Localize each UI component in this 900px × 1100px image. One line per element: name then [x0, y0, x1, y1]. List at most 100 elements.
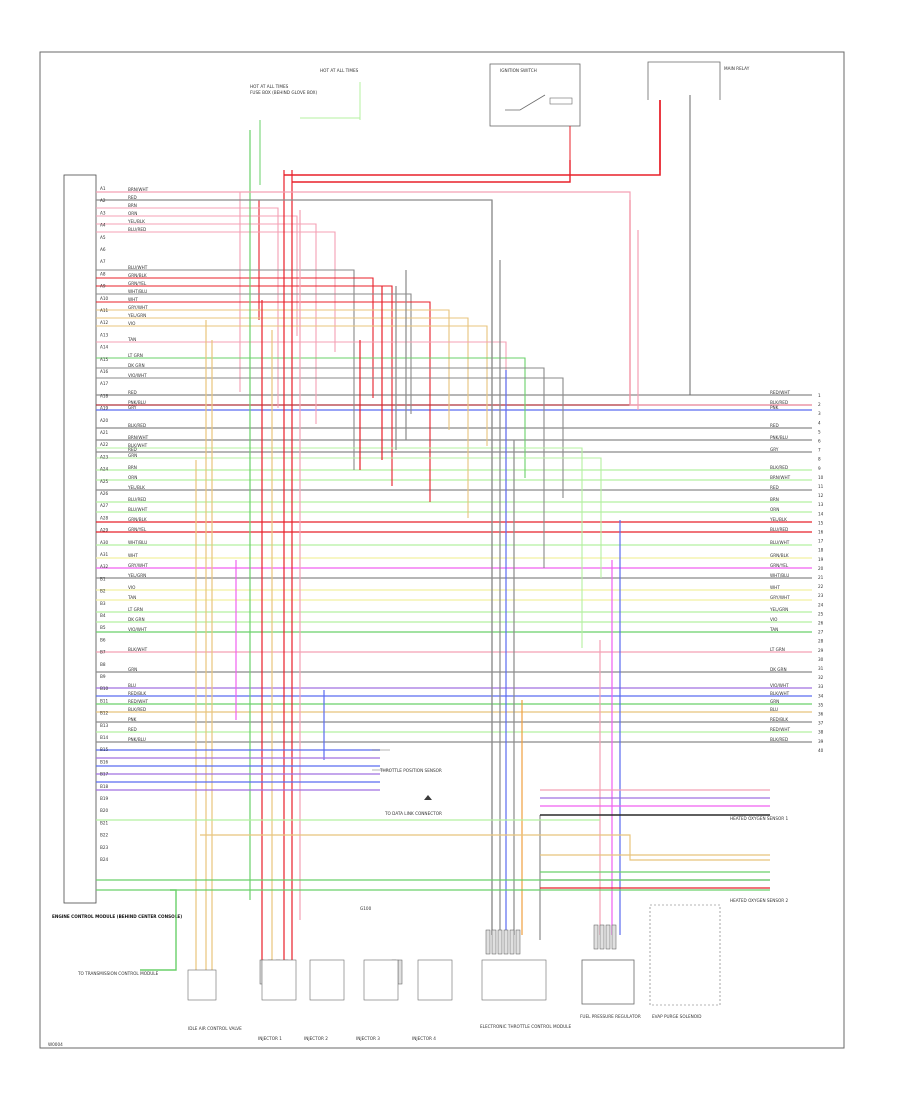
wire-color-tag: PNK/BLU: [770, 435, 788, 440]
right-pin-label: 24: [818, 602, 824, 607]
svg-text:EVAP PURGE SOLENOID: EVAP PURGE SOLENOID: [652, 1014, 702, 1019]
ecm-pin-label: A18: [100, 393, 109, 398]
ecm-wire: [96, 317, 469, 518]
wire-color-tag: YEL/BLK: [127, 219, 145, 224]
connector-pin: [593, 924, 599, 950]
wire-color-tag: BLU: [770, 707, 778, 712]
right-pin-label: 34: [818, 693, 824, 698]
wire-color-tag: BLU: [128, 683, 136, 688]
right-pin-label: 17: [818, 539, 824, 544]
wire-color-tag: YEL/GRN: [769, 607, 788, 612]
ecm-wire: [96, 223, 317, 424]
wire-color-tag: TAN: [127, 595, 136, 600]
svg-text:TO DATA LINK CONNECTOR: TO DATA LINK CONNECTOR: [384, 811, 442, 816]
ecm-pin-label: B24: [100, 857, 109, 862]
power-bus-wire: [284, 100, 661, 176]
ecm-pin-label: A10: [100, 296, 109, 301]
wire-color-tag: PNK/BLU: [128, 737, 146, 742]
wire-color-tag: WHT/BLU: [128, 289, 147, 294]
injector-2: INJECTOR 2: [304, 959, 345, 1041]
right-pin-label: 4: [818, 420, 821, 425]
right-pin-label: 15: [818, 520, 824, 525]
right-pin-label: 22: [818, 584, 824, 589]
right-pin-label: 5: [818, 429, 821, 434]
wire-color-tag: TAN: [127, 337, 136, 342]
wire-color-tag: GRN: [128, 453, 137, 458]
wire-color-tag: GRY/WHT: [128, 563, 148, 568]
wire-color-tag: VIO: [128, 585, 136, 590]
wire-color-tag: VIO: [128, 321, 136, 326]
ecm-wire: [96, 191, 241, 392]
ecm-pin-label: B9: [100, 674, 106, 679]
connector-pin: [599, 924, 605, 950]
wire-color-tags: RED/WHTREDBLK/REDPNK/BLUPNKGRYREDBLK/RED…: [127, 187, 791, 742]
ecm-pin-label: A3: [100, 210, 106, 215]
ecm-pin-label: A9: [100, 284, 106, 289]
wire-color-tag: DK GRN: [128, 617, 145, 622]
right-pin-label: 13: [818, 502, 824, 507]
svg-text:INJECTOR 2: INJECTOR 2: [304, 1036, 328, 1041]
ecm-wire: [96, 367, 545, 568]
wire-color-tag: GRY/WHT: [770, 595, 790, 600]
ecm-wire: [96, 269, 355, 470]
right-pin-label: 31: [818, 666, 824, 671]
ecm-pin-label: B12: [100, 711, 109, 716]
right-pin-label: 21: [818, 575, 824, 580]
svg-text:HOT AT ALL TIMES: HOT AT ALL TIMES: [250, 84, 289, 89]
connector-pin: [509, 929, 515, 955]
right-pin-label: 10: [818, 475, 824, 480]
pink-feed-wire: [96, 191, 812, 406]
ecm-pin-labels: A1A2A3A4A5A6A7A8A9A10A11A12A13A14A15A16A…: [100, 186, 109, 862]
wire-color-tag: GRY: [770, 447, 779, 452]
ecm-pin-label: A1: [100, 186, 106, 191]
ecm-pin-label: A21: [100, 430, 109, 435]
evap-purge-solenoid: EVAP PURGE SOLENOID: [649, 904, 721, 1019]
wire-color-tag: BLU/RED: [128, 497, 146, 502]
connector-pin: [611, 924, 617, 950]
right-pin-label: 2: [818, 402, 821, 407]
injector-3: INJECTOR 3: [356, 959, 399, 1041]
connector-pin: [503, 929, 509, 955]
gray-feed-wire: [96, 199, 493, 935]
svg-text:HOT AT ALL TIMES: HOT AT ALL TIMES: [320, 68, 359, 73]
wire-color-tag: WHT/BLU: [770, 573, 789, 578]
ground-g100: G100: [360, 906, 372, 911]
right-pin-label: 28: [818, 639, 824, 644]
wire-color-tag: BLK/RED: [128, 423, 146, 428]
right-pin-label: 20: [818, 566, 824, 571]
connector-pin: [515, 929, 521, 955]
svg-text:INJECTOR 1: INJECTOR 1: [258, 1036, 282, 1041]
wire-color-tag: GRN/YEL: [128, 527, 147, 532]
ecm-wire: [96, 447, 583, 648]
right-pin-label: 27: [818, 630, 824, 635]
right-pin-label: 1: [818, 393, 821, 398]
svg-text:TO TRANSMISSION CONTROL MODULE: TO TRANSMISSION CONTROL MODULE: [77, 971, 159, 976]
wire-color-tag: VIO/WHT: [770, 683, 789, 688]
right-pin-label: 32: [818, 675, 824, 680]
injector-1: INJECTOR 1: [258, 959, 297, 1041]
ecm-pin-label: A12: [100, 320, 109, 325]
to-tcm: TO TRANSMISSION CONTROL MODULE: [77, 889, 177, 976]
ecm-wire: [96, 293, 412, 414]
svg-text:HEATED OXYGEN SENSOR 1: HEATED OXYGEN SENSOR 1: [730, 816, 789, 821]
wire-color-tag: BLK/RED: [128, 707, 146, 712]
right-pin-label: 11: [818, 484, 824, 489]
ecm-pin-label: A14: [100, 345, 109, 350]
to-data-link-connector: TO DATA LINK CONNECTOR: [384, 795, 442, 816]
right-pin-label: 19: [818, 557, 824, 562]
ecm-wire: [96, 301, 431, 502]
wire-color-tag: RED: [770, 423, 779, 428]
ecm-pin-label: A27: [100, 503, 109, 508]
heated-o2-sensor-2: HEATED OXYGEN SENSOR 2: [730, 898, 789, 903]
ecm-wire: [96, 277, 374, 398]
ecm-pin-label: B22: [100, 833, 109, 838]
wire-color-tag: DK GRN: [770, 667, 787, 672]
ecm-pin-label: A26: [100, 491, 109, 496]
ecm-pin-label: B20: [100, 808, 109, 813]
wire-color-tag: BRN: [770, 497, 779, 502]
right-pin-label: 23: [818, 593, 824, 598]
wire-color-tag: BLU/RED: [128, 227, 146, 232]
right-pin-label: 29: [818, 648, 824, 653]
ecm-pin-label: A20: [100, 418, 109, 423]
wire-color-tag: BLK/WHT: [128, 443, 148, 448]
